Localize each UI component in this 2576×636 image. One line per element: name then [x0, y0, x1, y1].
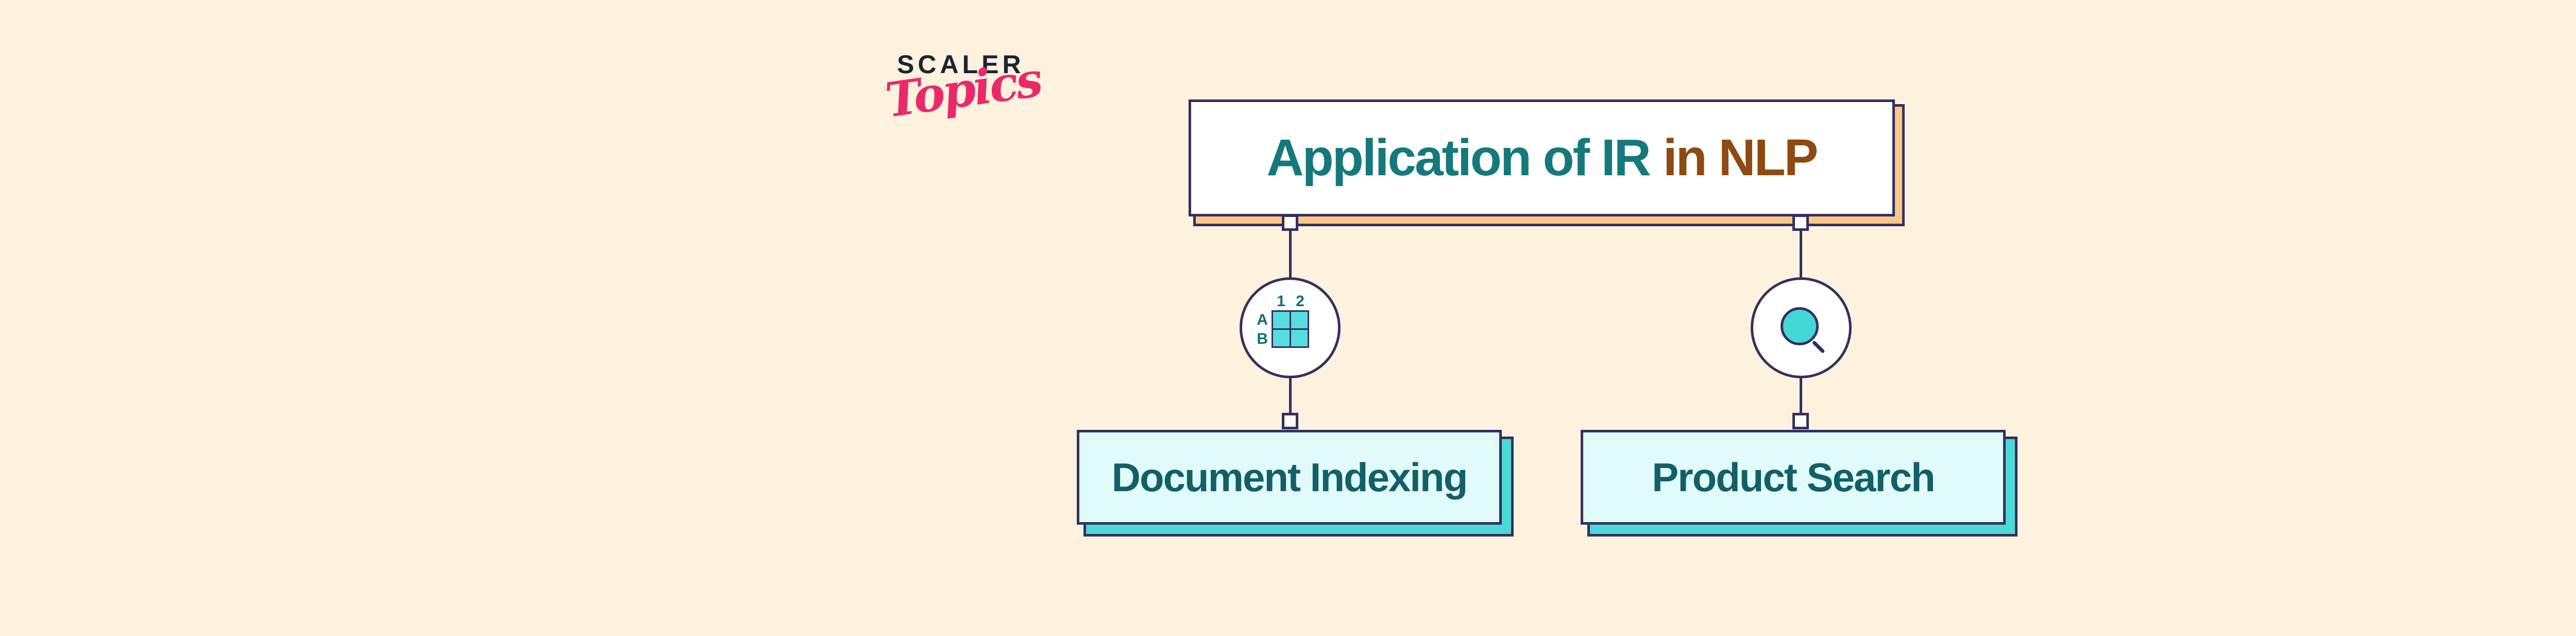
table-cell — [1273, 312, 1290, 328]
title-text-application-of-ir: Application of IR — [1266, 129, 1651, 187]
table-column-label-1: 1 — [1277, 293, 1285, 310]
connector-line-right-upper — [1800, 230, 1802, 278]
indexing-table-icon — [1272, 310, 1309, 348]
connector-port-title-right — [1792, 214, 1809, 231]
product-search-label: Product Search — [1652, 454, 1936, 500]
table-column-labels: 1 2 — [1272, 293, 1310, 310]
search-icon-handle — [1811, 340, 1825, 354]
connector-line-right-lower — [1800, 376, 1802, 414]
connector-port-document-indexing — [1282, 413, 1298, 429]
connector-line-left-lower — [1289, 376, 1292, 414]
connector-line-left-upper — [1289, 230, 1292, 278]
document-indexing-icon-circle: 1 2 A B — [1240, 277, 1341, 378]
connector-port-product-search — [1792, 413, 1809, 429]
document-indexing-box: Document Indexing — [1077, 430, 1502, 525]
table-row-label-a: A — [1257, 311, 1268, 328]
document-indexing-label: Document Indexing — [1111, 454, 1468, 500]
table-cell — [1273, 330, 1290, 346]
title-box: Application of IR in NLP — [1189, 99, 1895, 216]
table-cell — [1291, 330, 1308, 346]
table-row-labels: A B — [1253, 310, 1268, 348]
table-cell — [1291, 312, 1308, 328]
search-icon — [1781, 307, 1819, 345]
product-search-box: Product Search — [1581, 430, 2006, 525]
scaler-logo-brand: SCALER — [897, 50, 1025, 79]
product-search-icon-circle — [1751, 277, 1852, 378]
connector-port-title-left — [1282, 214, 1298, 231]
table-row-label-b: B — [1257, 330, 1268, 347]
title-text-in-nlp: in NLP — [1663, 129, 1819, 187]
table-column-label-2: 2 — [1296, 293, 1304, 310]
